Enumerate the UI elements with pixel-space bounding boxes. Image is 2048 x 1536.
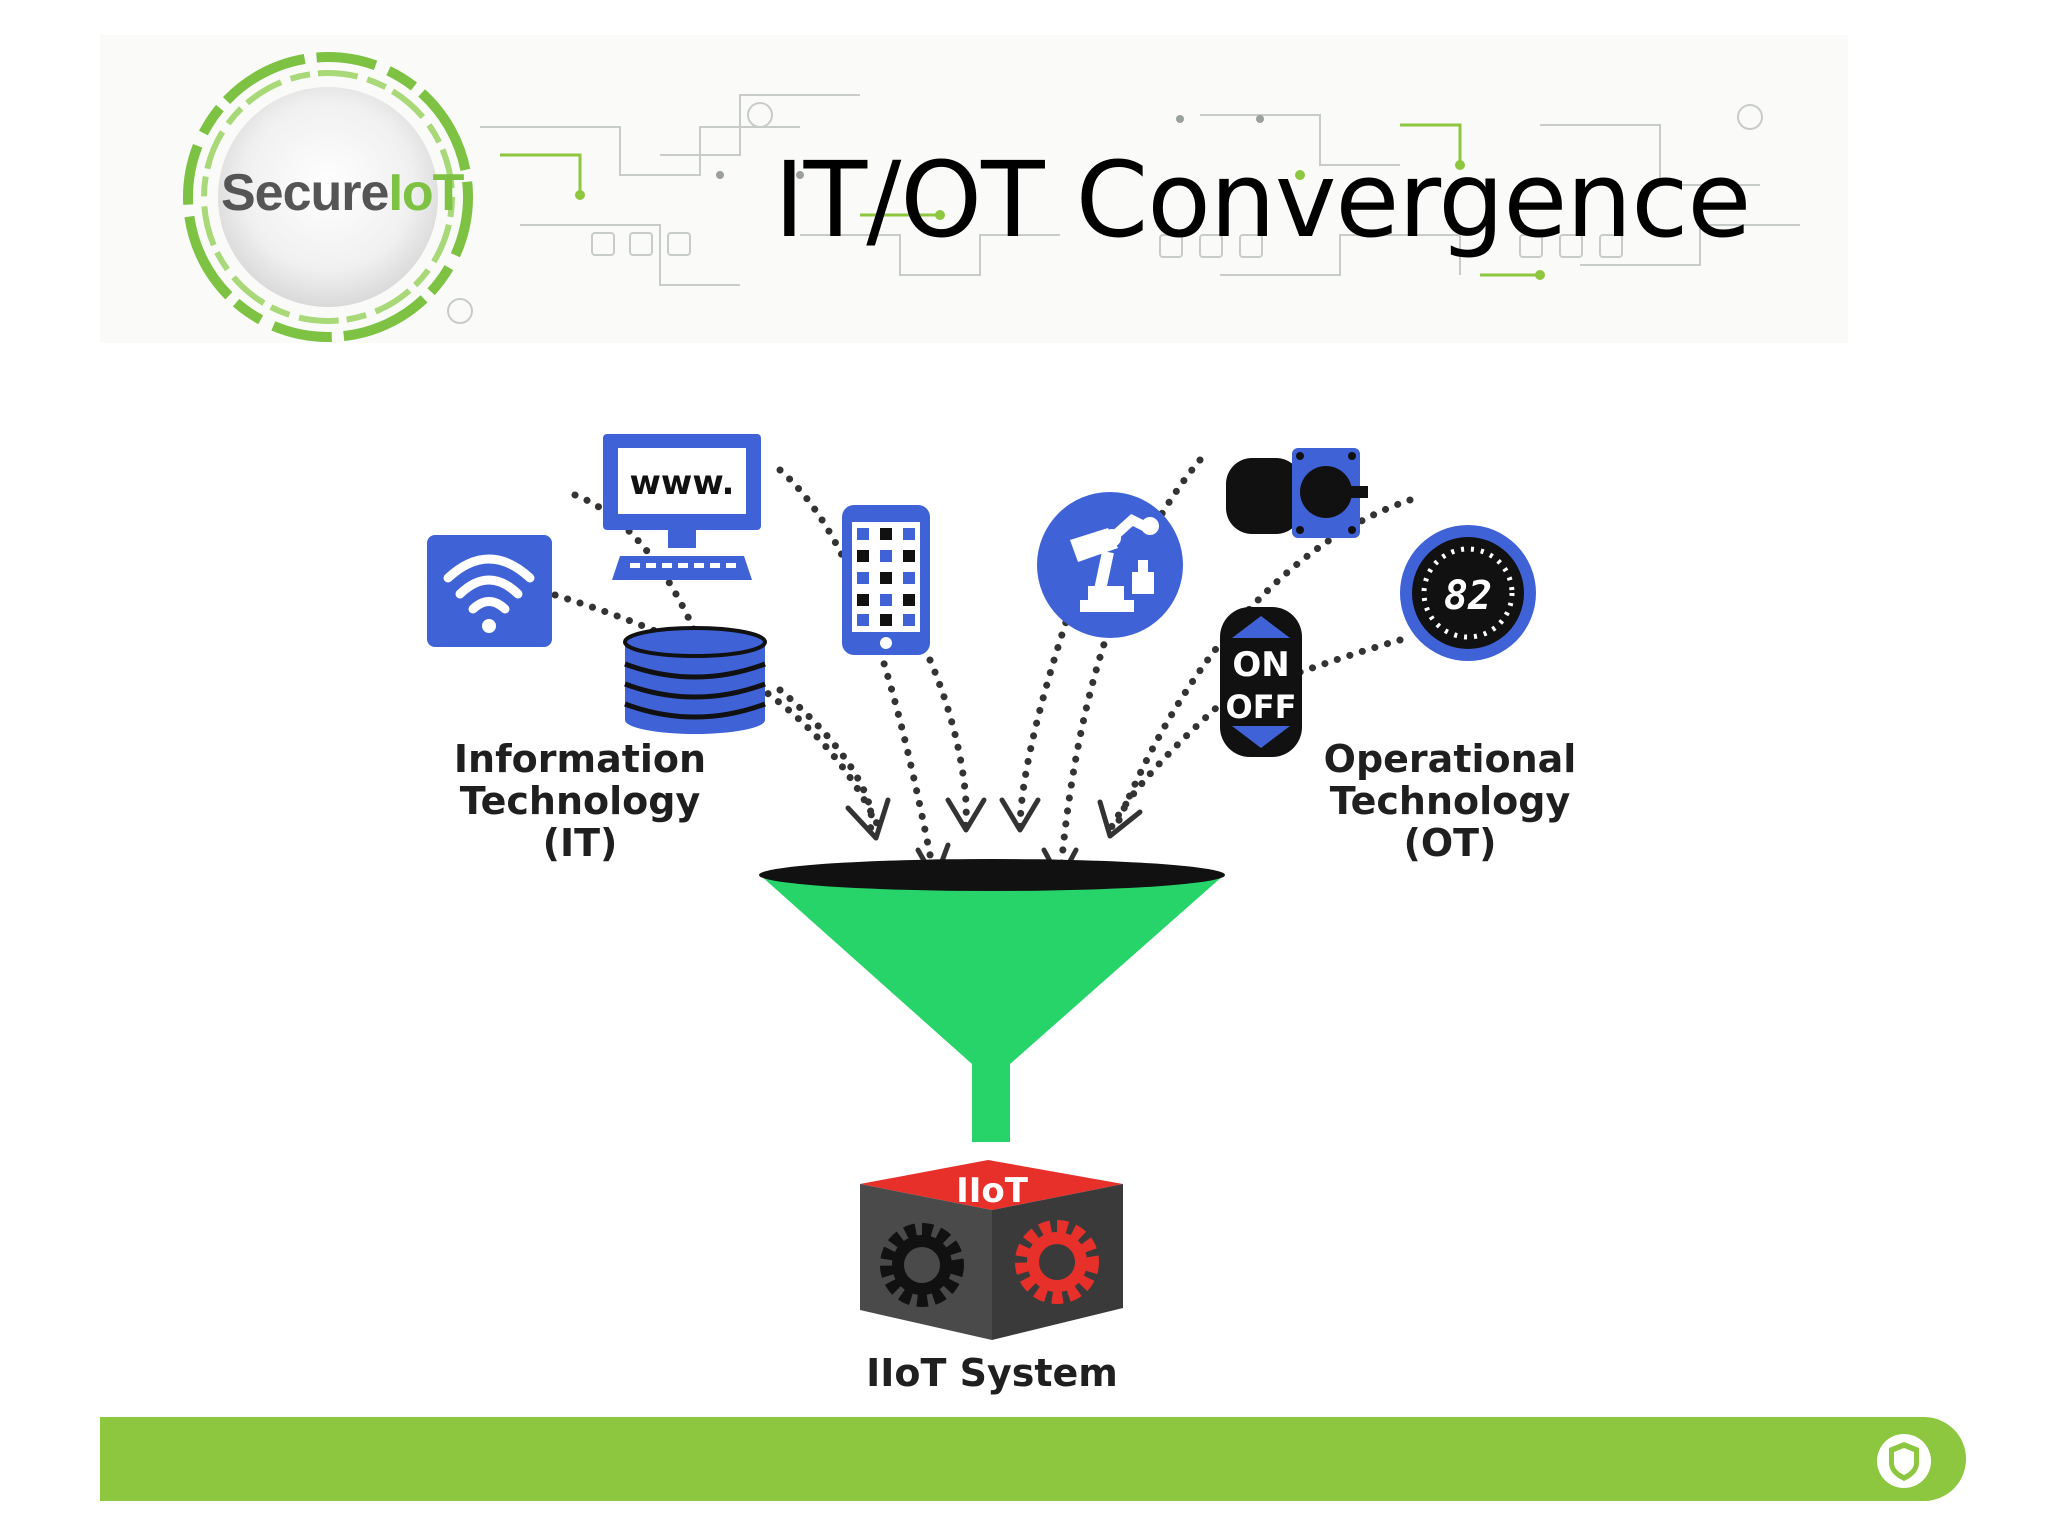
funnel-icon	[759, 859, 1225, 1142]
iiot-cube-icon: IIoT	[860, 1160, 1123, 1340]
motor-icon	[1226, 448, 1368, 538]
ot-label: Operational Technology (OT)	[1323, 737, 1577, 865]
switch-off-text: OFF	[1226, 688, 1297, 726]
monitor-icon: www.	[603, 434, 761, 580]
footer-bar	[100, 1417, 1966, 1501]
secureiot-logo	[183, 52, 473, 342]
iiot-system-label: IIoT System	[866, 1351, 1118, 1395]
robot-arm-icon	[1037, 492, 1183, 638]
smartphone-icon	[842, 505, 930, 655]
logo-wordmark: SecureIoT	[221, 164, 464, 222]
gear-icon	[1015, 1220, 1099, 1304]
it-label: Information Technology (IT)	[453, 737, 707, 865]
switch-on-text: ON	[1232, 645, 1289, 685]
monitor-text: www.	[630, 463, 735, 503]
on-off-switch-icon: ON OFF	[1220, 607, 1302, 757]
wifi-icon	[427, 535, 552, 647]
shield-icon	[1877, 1434, 1931, 1488]
gauge-readout: 82	[1444, 573, 1492, 619]
gear-icon	[880, 1223, 964, 1307]
circuit-pattern-background	[447, 94, 1800, 324]
header-banner: SecureIoT IT/OT Convergence	[100, 35, 1848, 343]
gauge-icon: 82	[1400, 525, 1536, 661]
database-stack	[623, 626, 767, 734]
page-title: IT/OT Convergence	[774, 139, 1751, 261]
cube-label: IIoT	[956, 1171, 1029, 1211]
